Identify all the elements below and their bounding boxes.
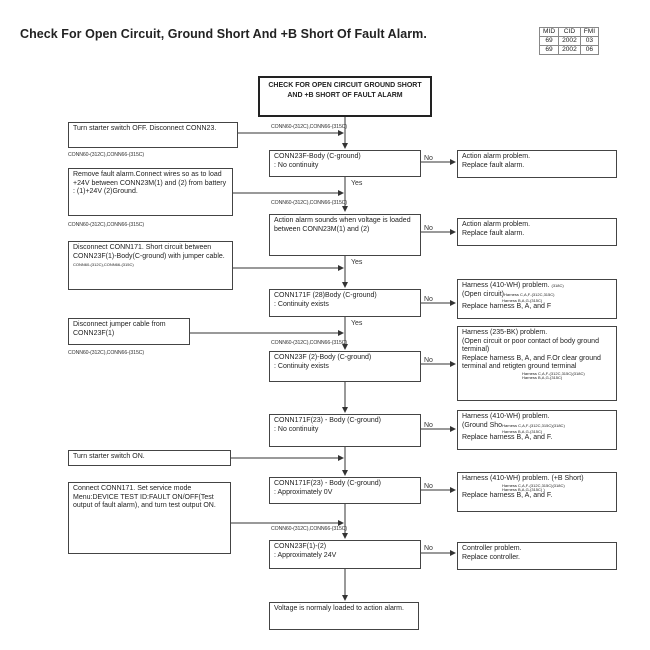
result-text: Harness (410-WH) problem. (+B Short) [462,475,584,482]
check-text: : Continuity exists [274,300,329,308]
connector-note: CONN60-(312C),CONN66-(315C) [68,152,144,158]
fault-code-table: MID CID FMI 69 2002 03 69 2002 06 [538,27,600,55]
result-text: Harness (410-WH) problem. [462,413,550,420]
check-text: CONN23F(1)-(2) [274,543,327,550]
check-text: CONN23F-Body (C-ground) [274,153,361,160]
result-text: (Open circuit) [462,290,505,298]
check-box-7: CONN23F(1)-(2) : Approximately 24V [269,540,421,569]
connector-note: CONN60-(312C),CONN66-(315C) [68,350,144,356]
result-text: Action alarm problem. [462,153,531,160]
result-text: Replace harness B, A, and F.Or clear gro… [462,354,601,371]
instruction-box-3: Disconnect CONN171. Short circuit betwee… [68,241,233,290]
result-text: Replace fault alarm. [462,161,525,169]
yes-label: Yes [351,259,363,266]
check-text: CONN171F(23) - Body (C-ground) [274,480,381,487]
instruction-box-1: Turn starter switch OFF. Disconnect CONN… [68,122,238,148]
page-title: Check For Open Circuit, Ground Short And… [20,27,427,41]
flowchart-start-box: CHECK FOR OPEN CIRCUIT GROUND SHORT AND … [258,76,432,117]
result-text: Action alarm problem. [462,221,531,228]
final-box: Voltage is normaly loaded to action alar… [269,602,419,630]
check-text: : No continuity [274,425,319,433]
no-label: No [424,296,433,303]
check-text: Action alarm sounds when voltage is load… [274,217,411,233]
connector-note: CONN60-(312C),CONN66-(315C) [271,526,347,532]
harness-note: Harness C,A,F-(312C,315C)(318C) [502,482,565,488]
check-text: CONN171F (28)Body (C-ground) [274,292,377,299]
instruction-text: Disconnect CONN171. Short circuit betwee… [73,244,225,260]
check-box-1: CONN23F-Body (C-ground) : No continuity [269,150,421,177]
table-cell: 69 [538,45,560,55]
check-text: : Continuity exists [274,362,329,370]
harness-note: Harness B,A,G-(315C) [522,374,563,380]
instruction-box-2: Remove fault alarm.Connect wires so as t… [68,168,233,216]
harness-note: ) [543,486,545,492]
final-text: Voltage is normaly loaded to action alar… [274,605,404,612]
result-box-3: Harness (410-WH) problem. (318C) (Open c… [457,279,617,319]
no-label: No [424,225,433,232]
check-box-3: CONN171F (28)Body (C-ground) : Continuit… [269,289,421,317]
result-text: Replace controller. [462,553,520,561]
check-text: CONN23F (2)-Body (C-ground) [274,354,372,361]
yes-label: Yes [351,320,363,327]
result-text: Harness (410-WH) problem. [462,282,550,289]
no-label: No [424,422,433,429]
connector-note: CONN60-(312C),CONN66-(315C) [271,124,347,130]
check-text: : Approximately 24V [274,551,337,559]
check-text: : Approximately 0V [274,488,333,496]
result-text: Replace harness B, A, and F. [462,434,553,442]
table-cell: 06 [579,45,600,55]
result-text: (Open circuit or poor contact of body gr… [462,337,599,354]
result-text: Replace fault alarm. [462,229,525,237]
check-text: CONN171F(23) - Body (C-ground) [274,417,381,424]
instruction-box-5: Turn starter switch ON. [68,450,231,466]
no-label: No [424,545,433,552]
harness-note: Harness B,A,G-(315C) [502,298,543,304]
harness-note: Harness C,A,F-(312C,315C) [504,291,555,297]
result-text: Replace harness B, A, and F. [462,491,553,499]
harness-note: Harness B,A,G-(315C) [502,429,543,435]
check-box-6: CONN171F(23) - Body (C-ground) : Approxi… [269,477,421,504]
connector-note: CONN60-(312C),CONN66-(315C) [73,262,134,268]
connector-note: CONN60-(312C),CONN66-(315C) [68,222,144,228]
result-box-6: Harness (410-WH) problem. (+B Short) Har… [457,472,617,512]
result-box-4: Harness (235-BK) problem. (Open circuit … [457,326,617,401]
result-box-1: Action alarm problem. Replace fault alar… [457,150,617,178]
harness-note: Harness C,A,F-(312C,315C)(318C) [502,422,565,428]
check-box-2: Action alarm sounds when voltage is load… [269,214,421,256]
check-box-5: CONN171F(23) - Body (C-ground) : No cont… [269,414,421,447]
yes-label: Yes [351,180,363,187]
connector-note: CONN60-(312C),CONN66-(315C) [271,200,347,206]
check-box-4: CONN23F (2)-Body (C-ground) : Continuity… [269,351,421,382]
result-text: (Ground Sho [462,421,503,429]
check-text: : No continuity [274,161,319,169]
result-box-2: Action alarm problem. Replace fault alar… [457,218,617,246]
table-row: 69 2002 06 [538,45,600,55]
result-text: Controller problem. [462,545,522,552]
instruction-box-4: Disconnect jumper cable from CONN23F(1) [68,318,190,345]
result-box-7: Controller problem. Replace controller. [457,542,617,570]
no-label: No [424,483,433,490]
result-box-5: Harness (410-WH) problem. (Ground ShoHar… [457,410,617,450]
connector-note: CONN60-(312C),CONN66-(315C) [271,340,347,346]
result-text: Replace harness B, A, and F [462,303,552,311]
no-label: No [424,357,433,364]
harness-note: (318C) [551,283,564,288]
harness-note: Harness B,A,G-(315C) [502,486,543,492]
result-text: Harness (235-BK) problem. [462,329,548,336]
instruction-box-6: Connect CONN171. Set service mode Menu:D… [68,482,231,554]
no-label: No [424,155,433,162]
harness-note: Harness C,A,F-(312C,315C)(318C) [522,370,585,376]
